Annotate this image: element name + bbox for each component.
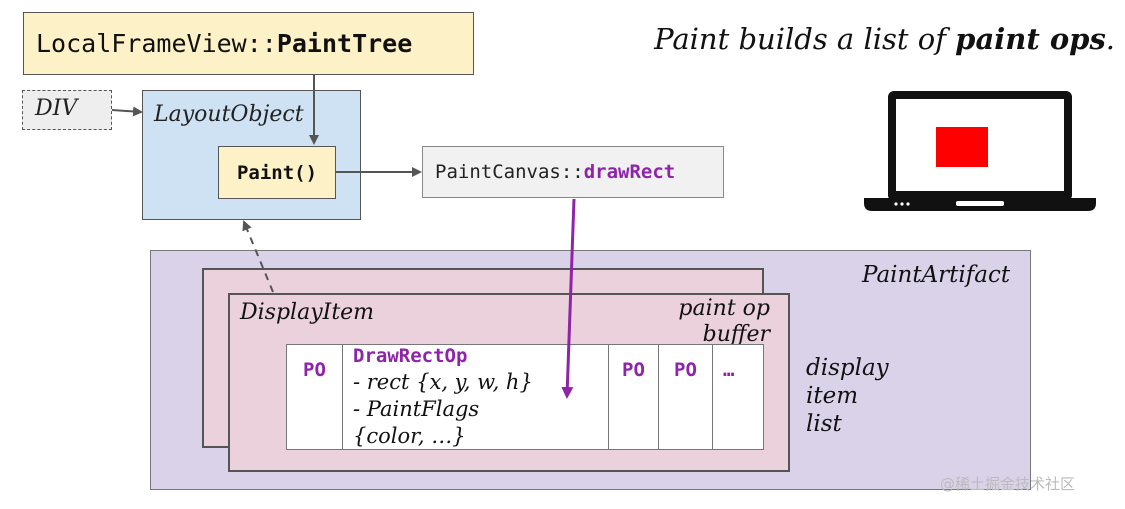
dil-line3: list	[806, 411, 842, 437]
paint-op-buffer-table: PO PO PO …	[286, 344, 764, 450]
paint-artifact-label: PaintArtifact	[862, 262, 1011, 288]
display-item-label: DisplayItem	[240, 300, 375, 325]
pob-line2: buffer	[702, 322, 770, 347]
purple-arrow-drawrect-to-op	[561, 198, 576, 399]
draw-rect-op-line-1: - rect {x, y, w, h}	[353, 370, 533, 394]
dil-line2: item	[806, 383, 859, 409]
red-rect-drawn	[936, 127, 988, 167]
paintcanvas-prefix: PaintCanvas::	[435, 161, 584, 183]
paint-canvas-draw-rect-box: PaintCanvas::drawRect	[422, 146, 724, 198]
paintcanvas-method: drawRect	[583, 161, 676, 183]
laptop-dot	[894, 202, 898, 206]
ellipsis-cell: …	[723, 359, 735, 381]
div-box: DIV	[22, 90, 112, 130]
draw-rect-op-cell	[343, 345, 609, 449]
local-frame-view-paint-tree-box: LocalFrameView::PaintTree	[23, 12, 474, 75]
laptop-dot	[900, 202, 904, 206]
draw-rect-op-line-2: - PaintFlags	[353, 397, 480, 421]
draw-rect-op-title: DrawRectOp	[353, 345, 468, 367]
pob-line1: paint op	[678, 296, 770, 321]
watermark: @稀土掘金技术社区	[940, 475, 1076, 493]
display-item-list-label: display item list	[806, 354, 889, 438]
dashed-arrow-displayitem-to-layoutobject	[242, 220, 274, 293]
arrow-div-to-layoutobject	[111, 106, 143, 117]
laptop-notch	[956, 201, 1004, 206]
title-prefix: Paint builds a list of	[654, 22, 956, 56]
po-cell-1: PO	[287, 345, 343, 449]
laptop-icon	[864, 91, 1096, 211]
po-cell-3: PO	[659, 345, 713, 449]
title-bold: paint ops	[955, 22, 1106, 56]
laptop-dot	[906, 202, 910, 206]
frameview-bold: PaintTree	[276, 29, 413, 58]
title-suffix: .	[1105, 22, 1115, 56]
po-cell-2: PO	[609, 345, 659, 449]
diagram-title: Paint builds a list of paint ops.	[600, 22, 1115, 56]
paint-op-buffer-label: paint op buffer	[660, 296, 770, 348]
frameview-prefix: LocalFrameView::	[36, 29, 277, 58]
dil-line1: display	[806, 355, 889, 381]
draw-rect-op-line-3: {color, …}	[353, 424, 466, 448]
paint-method-box: Paint()	[218, 146, 336, 199]
layout-object-label: LayoutObject	[154, 102, 304, 127]
